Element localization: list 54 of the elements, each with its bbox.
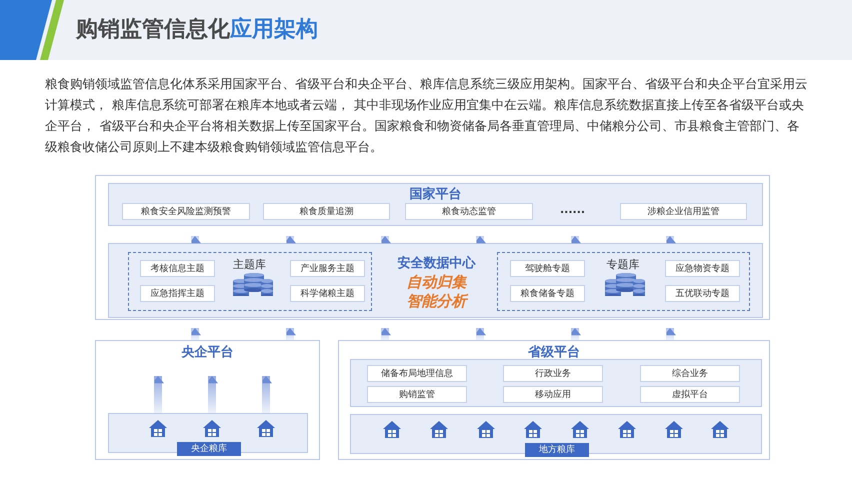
warehouse-panel xyxy=(350,414,762,454)
warehouse-panel xyxy=(108,413,308,453)
page-title: 购销监管信息化应用架构 xyxy=(76,16,318,44)
library-group xyxy=(497,252,750,311)
arrow xyxy=(379,236,391,244)
arrow xyxy=(474,328,486,340)
arrow xyxy=(284,328,296,340)
warehouse-label: 地方粮库 xyxy=(525,443,589,457)
arrow xyxy=(206,376,218,413)
arrow xyxy=(664,328,676,340)
arrow xyxy=(379,328,391,340)
library-title: 专题库 xyxy=(606,257,640,272)
arrow xyxy=(664,236,676,244)
module-box: 考核信息主题 xyxy=(140,260,215,277)
arrow xyxy=(189,236,201,244)
platform-title: 国家平台 xyxy=(408,186,462,203)
module-box: 粮食安全风险监测预警 xyxy=(122,203,250,220)
data-center-title: 安全数据中心 xyxy=(396,254,477,272)
module-box: 综合业务 xyxy=(640,365,740,382)
module-box: 购销监管 xyxy=(367,386,467,403)
platform-title: 省级平台 xyxy=(527,344,581,361)
module-box: 应急物资专题 xyxy=(665,260,740,277)
module-box: 五优联动专题 xyxy=(665,285,740,302)
arrow xyxy=(284,236,296,244)
module-box: 移动应用 xyxy=(503,386,603,403)
slogan-text: 自动归集智能分析 xyxy=(406,273,468,311)
arrow xyxy=(569,328,581,340)
module-box: 行政业务 xyxy=(503,365,603,382)
platform-panel xyxy=(95,340,320,460)
module-box: 粮食储备专题 xyxy=(510,285,585,302)
module-box: 产业服务主题 xyxy=(290,260,365,277)
arrow xyxy=(189,328,201,340)
module-box: 虚拟平台 xyxy=(640,386,740,403)
platform-panel xyxy=(108,183,763,226)
platform-panel xyxy=(338,340,770,460)
library-title: 主题库 xyxy=(233,257,266,272)
module-box: 科学储粮主题 xyxy=(290,285,365,302)
arrow xyxy=(152,376,164,413)
module-panel xyxy=(350,359,762,407)
module-box: 驾驶舱专题 xyxy=(510,260,585,277)
ellipsis-text: ...... xyxy=(560,203,586,216)
intro-paragraph: 粮食购销领域监管信息化体系采用国家平台、省级平台和央企平台、粮库信息系统三级应用架构。国家平台、省级平台和央企平台宜采用云计算模式， 粮库信息系统可部署在粮库本地或者云端， 其中非现场作业应用宜集中在云端。粮库信息系统数据直接上传至各省级平台或央企平台， 省级平台和央企平台将相关数据上传至国家平台。国家粮食和物资储备局各垂直管理局、中储粮分公司、市县粮食主管部门、各级粮食收储公司原则上不建本级粮食购销领域监管信息平台。 xyxy=(45,75,808,156)
warehouse-label: 央企粮库 xyxy=(177,442,241,456)
module-box: 粮食动态监管 xyxy=(405,203,533,220)
module-box: 粮食质量追溯 xyxy=(263,203,390,220)
module-box: 应急指挥主题 xyxy=(140,285,215,302)
library-group xyxy=(128,252,372,311)
arrow xyxy=(260,376,272,413)
arrow xyxy=(569,236,581,244)
module-box: 涉粮企业信用监管 xyxy=(620,203,747,220)
data-center-panel xyxy=(108,243,763,318)
module-box: 储备布局地理信息 xyxy=(367,365,467,382)
platform-title: 央企平台 xyxy=(180,344,234,361)
arrow xyxy=(474,236,486,244)
